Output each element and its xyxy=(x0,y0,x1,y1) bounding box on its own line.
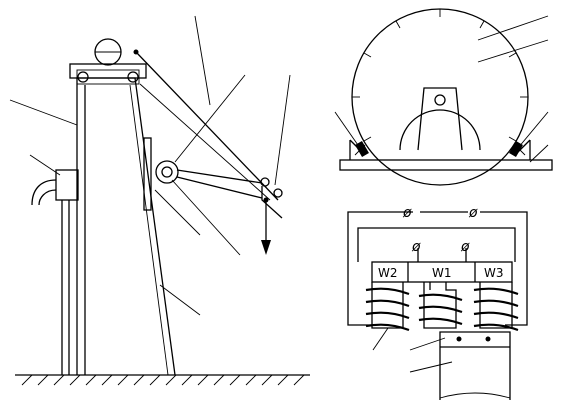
winding-w3 xyxy=(473,287,519,332)
cable-out-a xyxy=(31,179,57,206)
terminal-mid-right: ø xyxy=(460,239,470,255)
load-arrow xyxy=(261,240,271,255)
wire-outer-left xyxy=(347,211,413,326)
pole-piece-bolt-left xyxy=(456,336,462,342)
coil-label-w3: W3 xyxy=(484,266,504,280)
tension-pulley xyxy=(155,160,179,184)
winding-w2 xyxy=(365,287,410,332)
disc-ticks xyxy=(352,9,528,142)
core-top-bar xyxy=(371,261,513,283)
pad-holder-right xyxy=(514,144,526,156)
brake-pad-right xyxy=(509,140,523,158)
base-plate xyxy=(339,159,553,171)
ground-hatching xyxy=(21,374,305,386)
pulley-left xyxy=(77,71,89,83)
pole-inner-rod xyxy=(129,84,169,376)
wire-inner xyxy=(357,227,516,262)
cable-out-b xyxy=(38,189,57,206)
wire-outer-right xyxy=(480,211,528,326)
leader-lines-coil xyxy=(372,327,453,373)
terminal-top-left: ø xyxy=(402,205,412,221)
pole-piece-bolt-right xyxy=(485,336,491,342)
tapered-pole xyxy=(76,77,176,376)
disc-assembly xyxy=(334,8,553,186)
guide-plate xyxy=(143,137,152,211)
pole-piece-break xyxy=(439,392,511,399)
top-beam-frame xyxy=(76,69,140,85)
coil-assembly: ø ø ø ø W2 W1 W3 xyxy=(347,205,528,400)
pulley-right xyxy=(127,71,139,83)
top-beam xyxy=(69,63,147,79)
hanger-bracket xyxy=(261,186,283,219)
coil-label-w2: W2 xyxy=(378,266,398,280)
terminal-mid-left: ø xyxy=(411,239,421,255)
pad-holder-left xyxy=(354,144,366,156)
junction-box xyxy=(55,169,79,201)
main-cable xyxy=(135,51,279,201)
terminal-top-right: ø xyxy=(468,205,478,221)
leader-lines-left xyxy=(9,15,291,316)
left-assembly xyxy=(9,15,310,386)
pole-piece xyxy=(439,331,511,400)
hub-bracket xyxy=(417,87,463,151)
hub-axle xyxy=(434,94,446,106)
disc-hub xyxy=(399,109,481,151)
leader-lines-disc xyxy=(334,15,549,163)
hanger-roller xyxy=(273,188,283,198)
large-disc xyxy=(351,8,529,186)
winding-w1 xyxy=(418,293,463,326)
coil-label-w1: W1 xyxy=(432,266,452,280)
brake-pad-left xyxy=(355,140,369,158)
tension-pulley-hub xyxy=(161,166,173,178)
pulley-arm xyxy=(176,169,263,184)
pulley-arm-lower xyxy=(176,176,263,199)
hanger-pivot xyxy=(260,177,270,187)
secondary-cable xyxy=(139,83,271,201)
